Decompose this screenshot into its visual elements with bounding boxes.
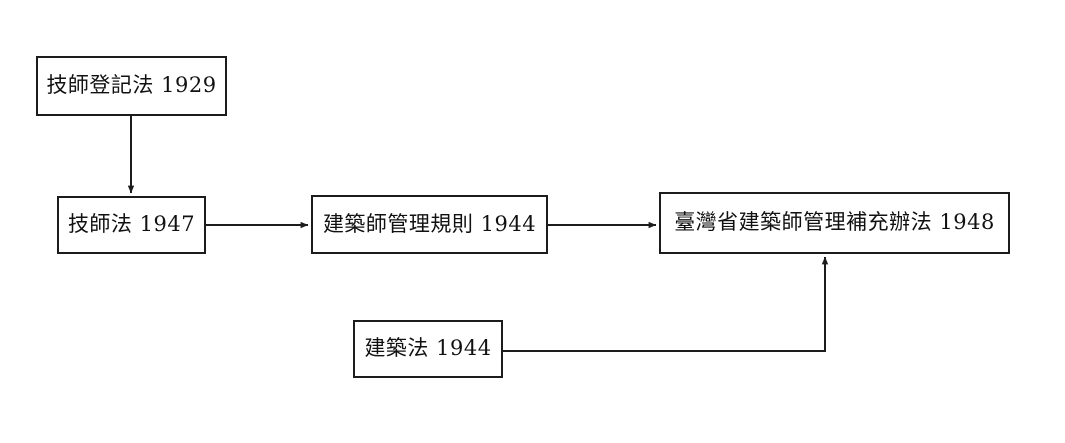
node-label: 建築法 1944 bbox=[364, 336, 492, 361]
node-engineer-act-1947: 技師法 1947 bbox=[57, 196, 206, 254]
node-taiwan-province-architect-supplementary-measures-1948: 臺灣省建築師管理補充辦法 1948 bbox=[659, 192, 1010, 254]
node-architect-management-rules-1944: 建築師管理規則 1944 bbox=[311, 195, 548, 254]
node-building-act-1944: 建築法 1944 bbox=[353, 320, 503, 378]
node-label: 技師登記法 1929 bbox=[46, 73, 217, 98]
node-engineer-registration-act-1929: 技師登記法 1929 bbox=[36, 56, 227, 116]
node-label: 建築師管理規則 1944 bbox=[322, 211, 537, 236]
node-label: 技師法 1947 bbox=[67, 212, 196, 237]
edge-n5-to-n4 bbox=[503, 256, 829, 352]
node-label: 臺灣省建築師管理補充辦法 1948 bbox=[674, 210, 995, 235]
